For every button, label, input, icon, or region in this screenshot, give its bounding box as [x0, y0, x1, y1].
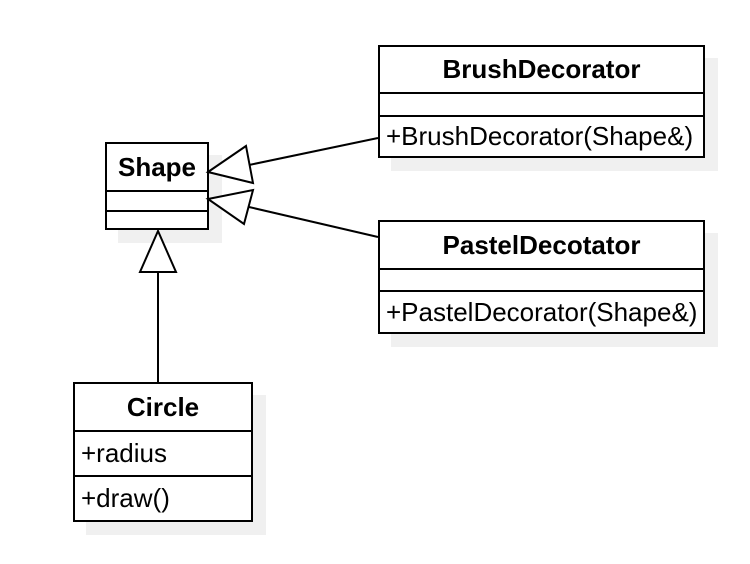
class-box-pasteldecorator: PastelDecotator +PastelDecorator(Shape&) — [378, 220, 705, 334]
method-row-brushdecorator-constructor: +BrushDecorator(Shape&) — [386, 121, 694, 151]
inheritance-arrowhead-pasteldecorator-to-shape — [205, 188, 255, 226]
attribute-row-circle-radius: +radius — [75, 432, 251, 477]
class-title-circle: Circle — [75, 384, 251, 432]
attributes-section-shape — [107, 192, 207, 212]
inheritance-line-pasteldecorator-to-shape — [248, 206, 379, 238]
class-title-brushdecorator: BrushDecorator — [380, 47, 703, 94]
class-title-shape: Shape — [107, 144, 207, 192]
class-box-circle: Circle +radius +draw() — [73, 382, 253, 522]
method-row-pasteldecorator-constructor: +PastelDecorator(Shape&) — [386, 296, 698, 327]
inheritance-arrowhead-brushdecorator-to-shape — [205, 144, 255, 185]
inheritance-line-brushdecorator-to-shape — [248, 137, 379, 166]
class-box-brushdecorator: BrushDecorator +BrushDecorator(Shape&) — [378, 45, 705, 158]
methods-section-shape — [107, 212, 207, 228]
inheritance-arrowhead-circle-to-shape — [138, 228, 178, 273]
attributes-section-pasteldecorator — [380, 270, 703, 292]
method-row-circle-draw: +draw() — [81, 483, 170, 513]
attributes-section-brushdecorator — [380, 94, 703, 117]
class-title-pasteldecorator: PastelDecotator — [380, 222, 703, 270]
class-box-shape: Shape — [105, 142, 209, 230]
